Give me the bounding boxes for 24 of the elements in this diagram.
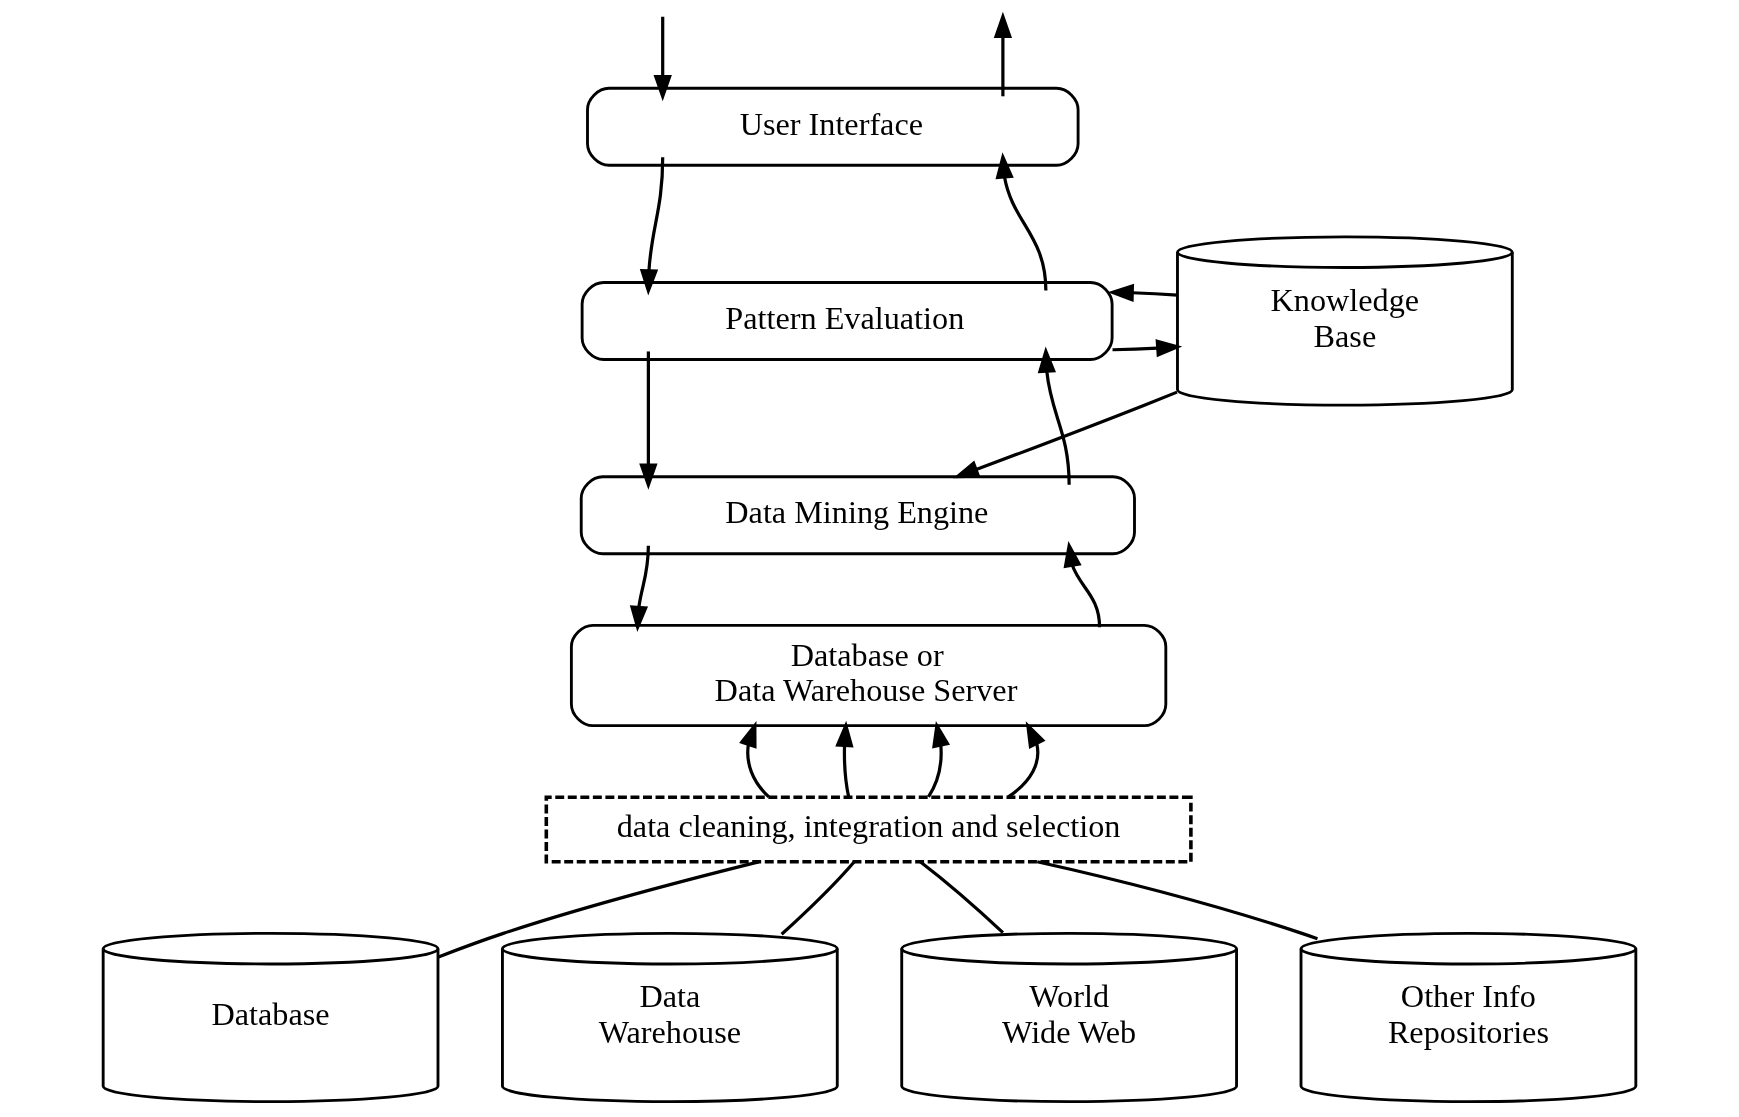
arrow xyxy=(993,11,1013,97)
node-box: Pattern Evaluation xyxy=(580,281,1114,361)
arrow xyxy=(1007,721,1046,799)
connector xyxy=(919,860,1005,934)
arrow xyxy=(739,721,770,799)
arrow xyxy=(927,720,951,798)
arrow xyxy=(953,390,1178,479)
node-box: User Interface xyxy=(586,86,1080,167)
arrow xyxy=(1063,540,1102,628)
connector xyxy=(1036,860,1318,941)
arrow xyxy=(1107,283,1178,302)
node-box: data cleaning, integration and selection xyxy=(544,795,1193,864)
arrow xyxy=(1037,346,1071,485)
arrow xyxy=(639,157,665,296)
arrow xyxy=(995,152,1048,291)
connector xyxy=(437,860,759,959)
node-box: Database or Data Warehouse Server xyxy=(569,623,1168,728)
node-box: Data Mining Engine xyxy=(579,475,1136,556)
connector xyxy=(780,860,856,936)
arrow xyxy=(629,545,650,633)
arrow xyxy=(1112,339,1183,358)
arrow xyxy=(639,351,658,490)
arrow xyxy=(835,720,854,798)
arrow xyxy=(653,16,672,102)
